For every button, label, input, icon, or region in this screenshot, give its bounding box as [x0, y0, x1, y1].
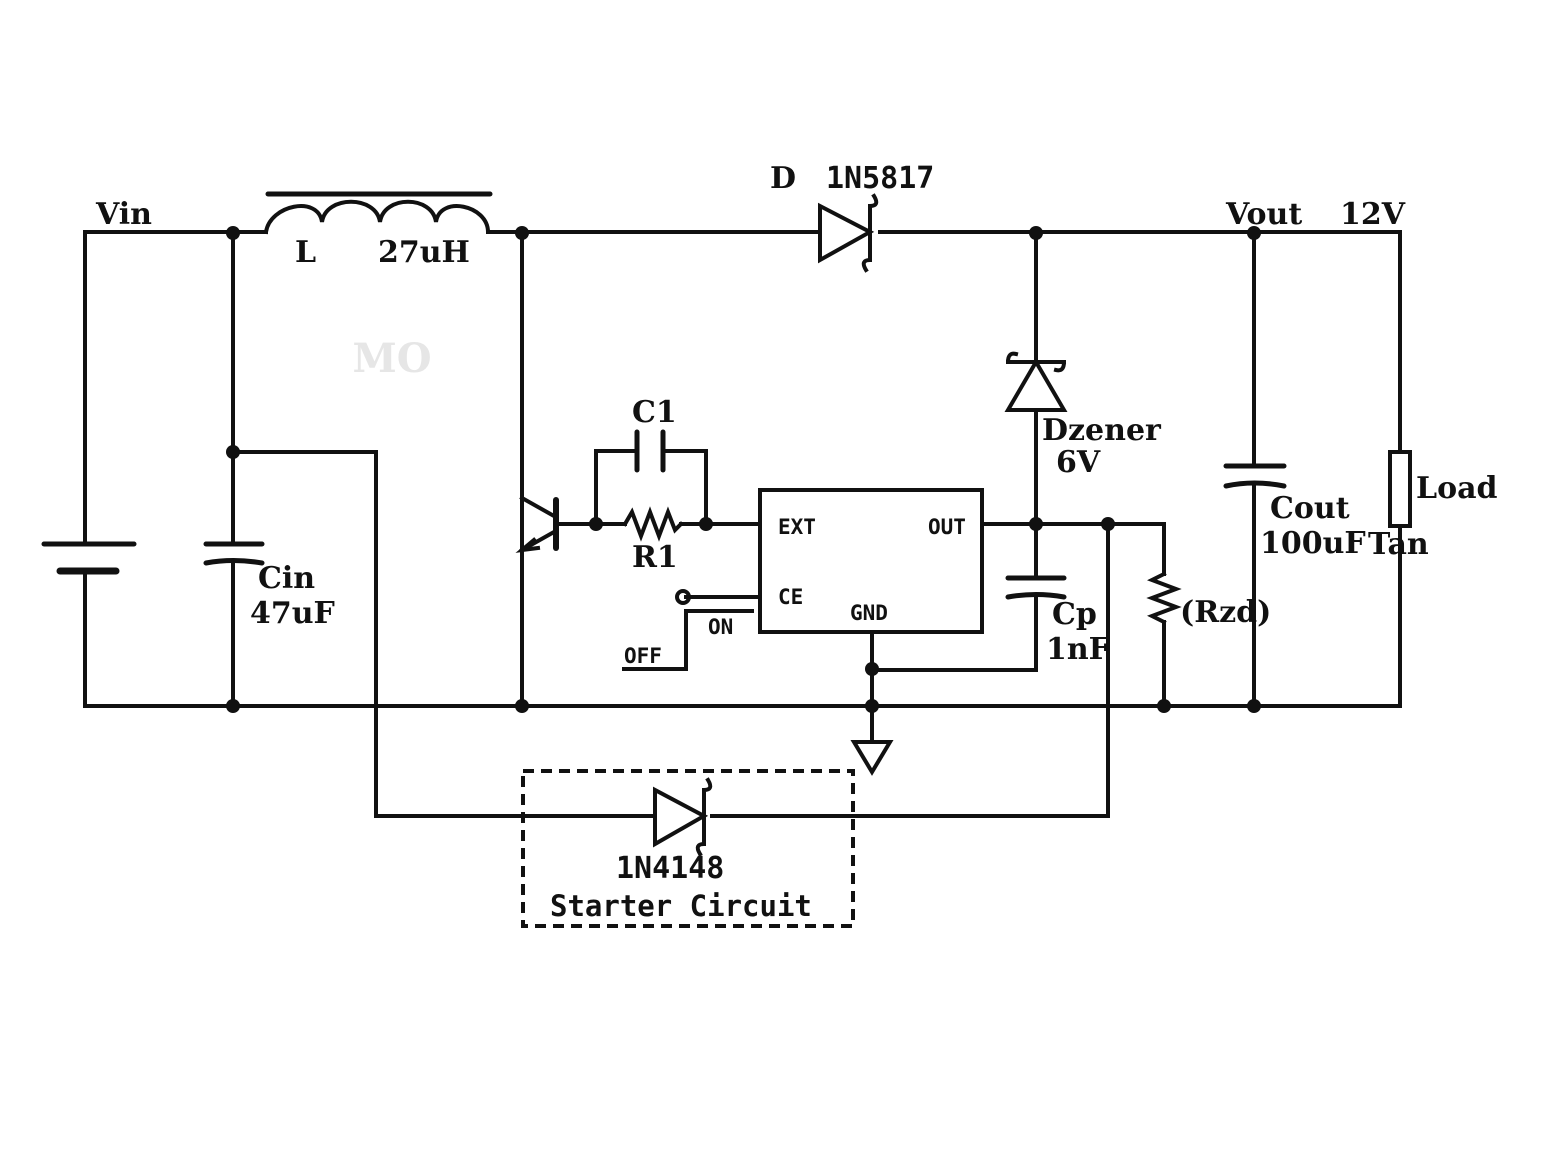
ic-pin-out: OUT	[928, 515, 966, 539]
cout-value-label: 100uF	[1260, 526, 1366, 561]
inductor-l	[263, 191, 493, 235]
zener-ref-label: Dzener	[1042, 413, 1162, 448]
rzd-ref-label: (Rzd)	[1180, 595, 1271, 630]
ce-switch[interactable]	[675, 589, 754, 613]
cin-capacitor	[203, 541, 265, 566]
ic-block	[758, 488, 984, 634]
junction-dot	[226, 445, 240, 459]
wire-starter-return	[710, 522, 1110, 818]
junction-dot	[589, 517, 603, 531]
starter-circuit-box	[521, 769, 855, 928]
diode-part-label: 1N5817	[826, 161, 934, 196]
junction-dot	[1157, 699, 1171, 713]
diode-main	[818, 193, 879, 273]
wire-switch-off	[622, 609, 688, 671]
battery-symbol	[41, 541, 137, 575]
r1-ref-label: R1	[632, 540, 678, 575]
starter-diode	[653, 777, 713, 857]
junction-dot	[1029, 517, 1043, 531]
junction-dot	[865, 699, 879, 713]
junction-dot	[226, 699, 240, 713]
cp-value-label: 1nF	[1046, 632, 1110, 667]
wire-ic-out	[980, 522, 1166, 576]
cout-capacitor	[1223, 463, 1287, 489]
r1-resistor	[622, 506, 684, 542]
switch-on-label: ON	[708, 615, 733, 639]
cin-ref-label: Cin	[258, 561, 315, 596]
watermark: MO	[352, 335, 431, 382]
cp-ref-label: Cp	[1052, 597, 1097, 632]
load-resistor	[1388, 450, 1412, 528]
inductor-ref-label: L	[295, 235, 316, 270]
load-ref-label: Load	[1416, 471, 1498, 506]
c1-capacitor	[634, 429, 666, 473]
zener-diode	[1004, 351, 1068, 412]
zener-value-label: 6V	[1056, 445, 1101, 480]
cp-capacitor	[1005, 575, 1067, 600]
junction-dot	[1247, 226, 1261, 240]
ic-pin-gnd: GND	[850, 601, 888, 625]
wires	[83, 230, 1402, 818]
cin-value-label: 47uF	[250, 596, 335, 631]
starter-circuit-label: Starter Circuit	[550, 889, 812, 923]
ic-pin-ce: CE	[778, 585, 803, 609]
wire-cp-bottom	[870, 594, 1038, 672]
cout-ref-label: Cout	[1270, 491, 1350, 526]
ic-pin-ext: EXT	[778, 515, 816, 539]
junction-dot	[515, 226, 529, 240]
junction-dot	[1247, 699, 1261, 713]
wire-starter-feed	[231, 450, 654, 818]
vin-label: Vin	[95, 197, 152, 232]
junctions	[226, 226, 1261, 713]
starter-diode-label: 1N4148	[616, 851, 724, 886]
junction-dot	[699, 517, 713, 531]
junction-dot	[865, 662, 879, 676]
wire-c1-loop	[594, 449, 708, 526]
switch-off-label: OFF	[624, 644, 662, 668]
rzd-resistor	[1146, 571, 1182, 625]
npn-transistor	[515, 495, 559, 553]
vout-value-label: 12V	[1340, 197, 1406, 232]
c1-ref-label: C1	[632, 395, 677, 430]
junction-dot	[515, 699, 529, 713]
inductor-value-label: 27uH	[378, 235, 470, 270]
junction-dot	[1029, 226, 1043, 240]
junction-dot	[226, 226, 240, 240]
vout-label: Vout	[1225, 197, 1302, 232]
diode-ref-label: D	[770, 161, 796, 196]
ground-icon	[850, 740, 894, 776]
load-value-label: Tan	[1368, 527, 1429, 562]
junction-dot	[1101, 517, 1115, 531]
